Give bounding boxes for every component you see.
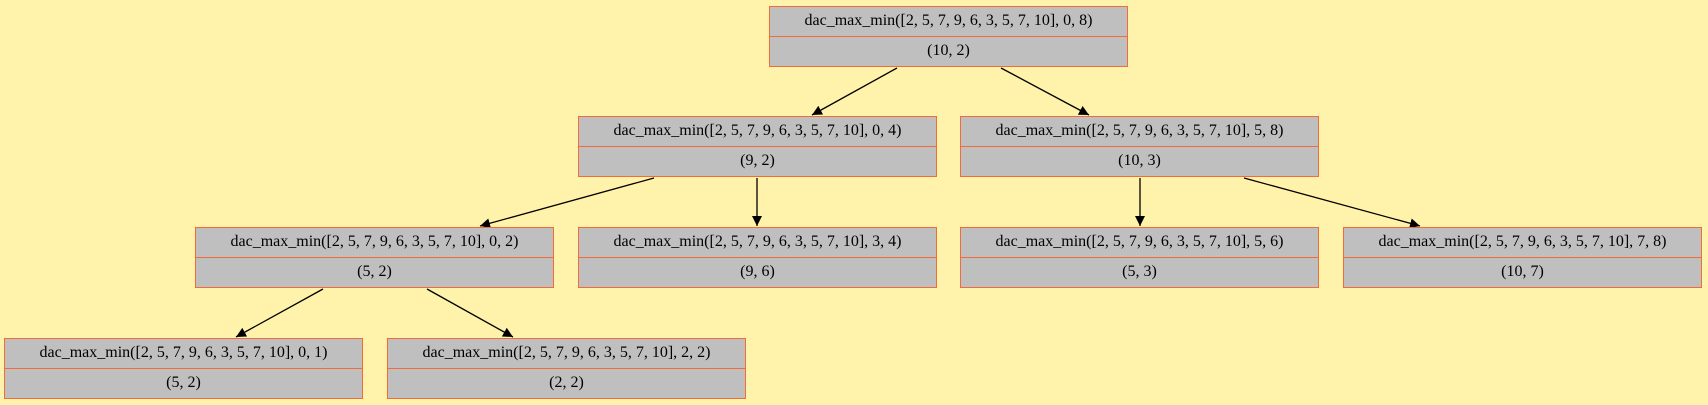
node-call-5-6: dac_max_min([2, 5, 7, 9, 6, 3, 5, 7, 10]… — [960, 227, 1319, 288]
edge-n04-to-n02 — [479, 177, 655, 229]
node-result-label: (9, 2) — [740, 152, 775, 170]
node-result-label: (5, 2) — [166, 374, 201, 392]
node-call-label: dac_max_min([2, 5, 7, 9, 6, 3, 5, 7, 10]… — [579, 117, 936, 147]
node-call-5-8: dac_max_min([2, 5, 7, 9, 6, 3, 5, 7, 10]… — [960, 116, 1319, 177]
node-result-label: (5, 3) — [1122, 263, 1157, 281]
node-result-label: (10, 3) — [1118, 152, 1161, 170]
edge-n08-to-n04 — [811, 67, 898, 116]
node-call-2-2: dac_max_min([2, 5, 7, 9, 6, 3, 5, 7, 10]… — [387, 338, 746, 399]
node-call-label: dac_max_min([2, 5, 7, 9, 6, 3, 5, 7, 10]… — [961, 117, 1318, 147]
node-result-label: (10, 2) — [927, 42, 970, 60]
node-result-label: (5, 2) — [357, 263, 392, 281]
node-call-label: dac_max_min([2, 5, 7, 9, 6, 3, 5, 7, 10]… — [961, 228, 1318, 258]
node-call-label: dac_max_min([2, 5, 7, 9, 6, 3, 5, 7, 10]… — [1344, 228, 1701, 258]
node-result-label: (10, 7) — [1501, 263, 1544, 281]
node-call-label: dac_max_min([2, 5, 7, 9, 6, 3, 5, 7, 10]… — [196, 228, 553, 258]
edge-n08-to-n58 — [1000, 67, 1090, 116]
edge-n58-to-n78 — [1243, 177, 1421, 229]
node-call-label: dac_max_min([2, 5, 7, 9, 6, 3, 5, 7, 10]… — [770, 7, 1127, 37]
node-call-0-1: dac_max_min([2, 5, 7, 9, 6, 3, 5, 7, 10]… — [4, 338, 363, 399]
node-result-label: (9, 6) — [740, 263, 775, 281]
node-call-label: dac_max_min([2, 5, 7, 9, 6, 3, 5, 7, 10]… — [388, 339, 745, 369]
node-call-label: dac_max_min([2, 5, 7, 9, 6, 3, 5, 7, 10]… — [5, 339, 362, 369]
node-result-label: (2, 2) — [549, 374, 584, 392]
node-call-0-8: dac_max_min([2, 5, 7, 9, 6, 3, 5, 7, 10]… — [769, 6, 1128, 67]
node-call-0-4: dac_max_min([2, 5, 7, 9, 6, 3, 5, 7, 10]… — [578, 116, 937, 177]
node-call-7-8: dac_max_min([2, 5, 7, 9, 6, 3, 5, 7, 10]… — [1343, 227, 1702, 288]
node-call-0-2: dac_max_min([2, 5, 7, 9, 6, 3, 5, 7, 10]… — [195, 227, 554, 288]
node-call-label: dac_max_min([2, 5, 7, 9, 6, 3, 5, 7, 10]… — [579, 228, 936, 258]
edge-n02-to-n22 — [426, 288, 514, 338]
edge-n02-to-n01 — [235, 288, 324, 338]
node-call-3-4: dac_max_min([2, 5, 7, 9, 6, 3, 5, 7, 10]… — [578, 227, 937, 288]
